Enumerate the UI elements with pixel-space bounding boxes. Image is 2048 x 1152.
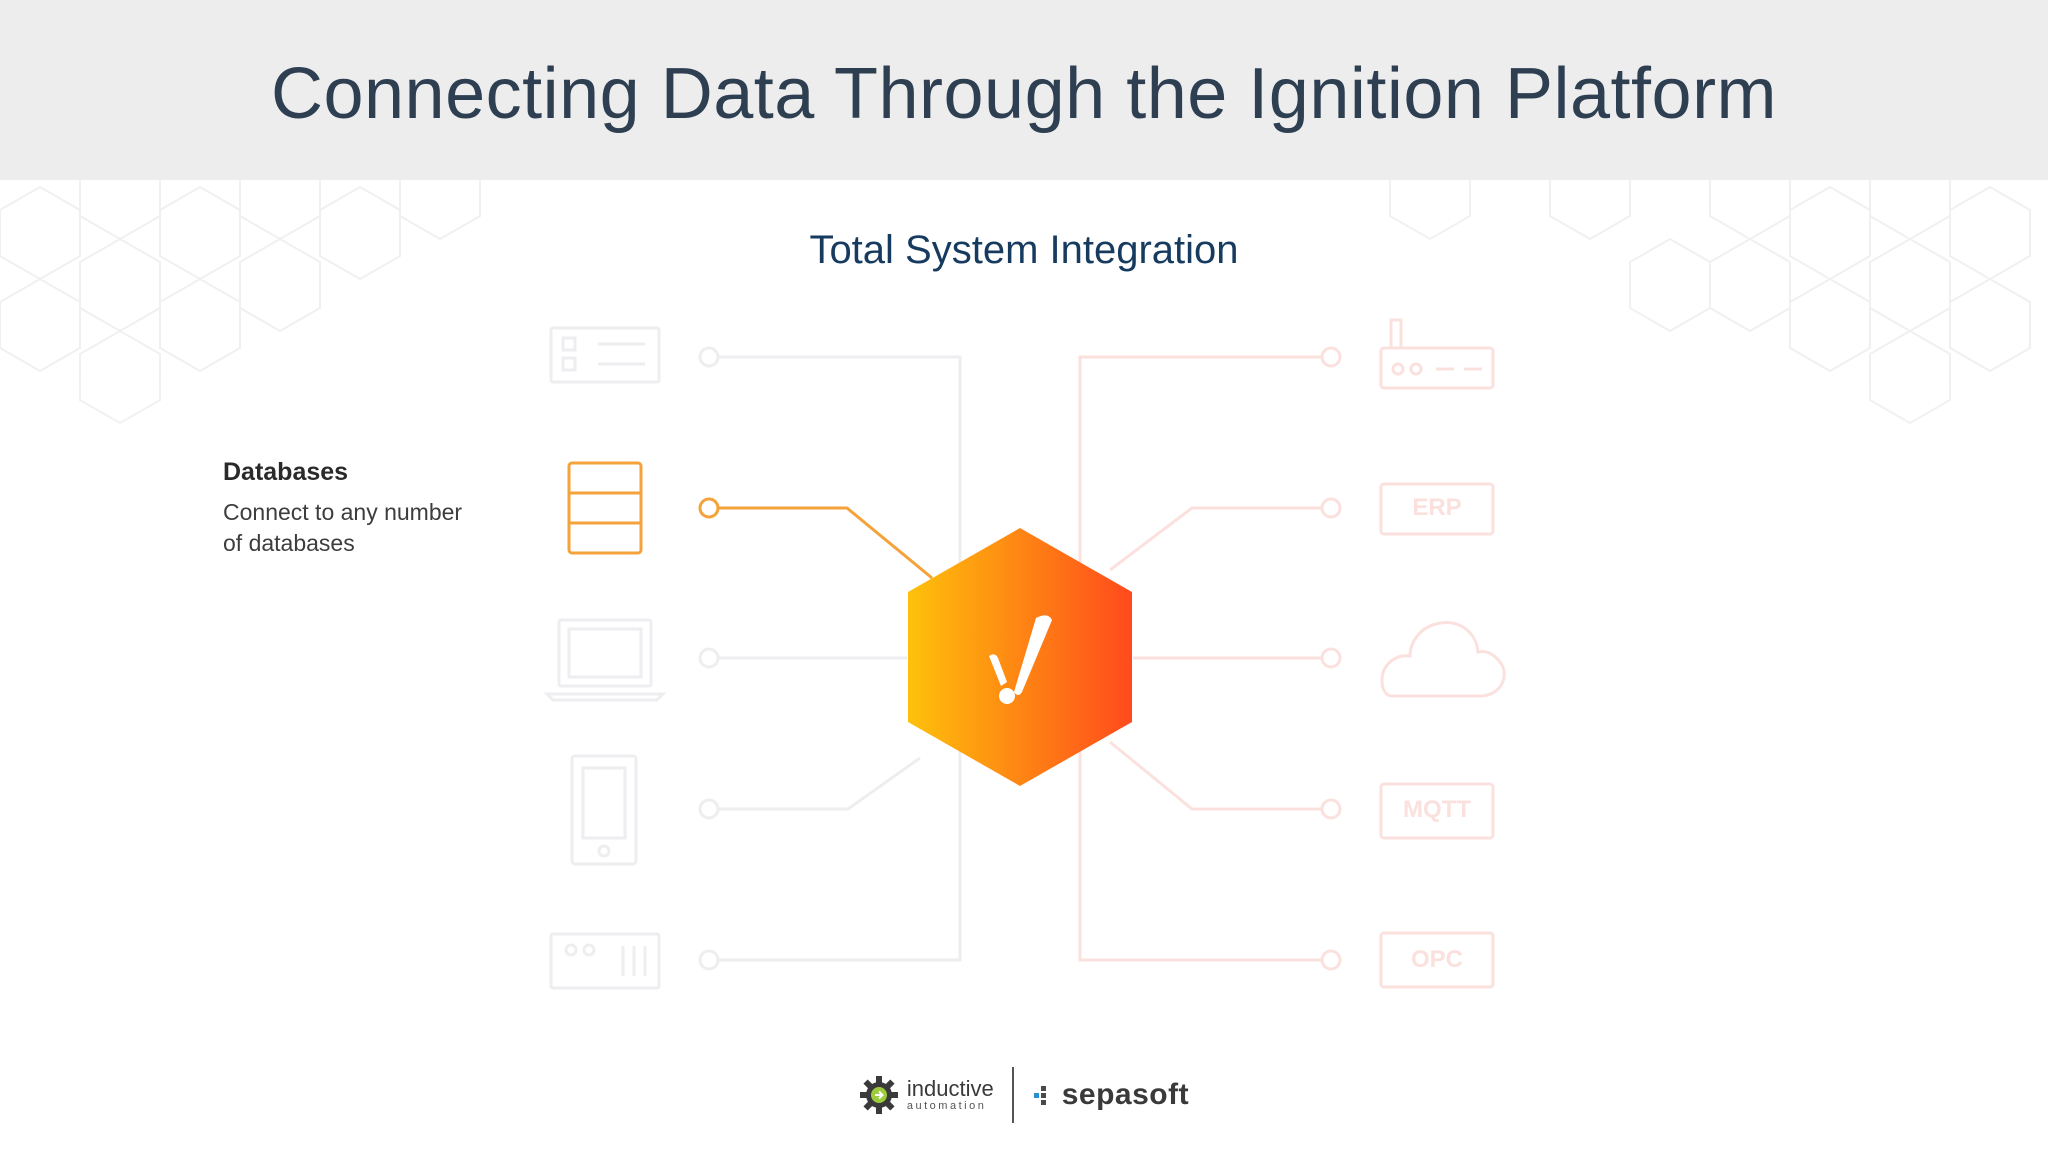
right-line-2	[1109, 506, 1322, 572]
server-icon	[549, 326, 661, 384]
database-connector-dot	[698, 497, 720, 519]
laptop-icon	[543, 618, 667, 702]
mqtt-box-label: MQTT	[1403, 796, 1471, 823]
databases-callout: Databases Connect to any number of datab…	[223, 458, 543, 559]
logo-divider	[1011, 1067, 1014, 1123]
left-connector-dot-1	[698, 346, 720, 368]
left-connector-lines	[698, 346, 962, 971]
callout-line-2: of databases	[223, 530, 355, 556]
callout-title: Databases	[223, 458, 349, 486]
sepasoft-logo: sepasoft	[1032, 1078, 1189, 1112]
left-connector-dot-3	[698, 647, 720, 669]
right-connector-dot-5	[1320, 949, 1342, 971]
database-icon	[567, 461, 643, 555]
erp-box-label: ERP	[1412, 494, 1462, 521]
database-connection-line	[698, 497, 933, 580]
mqtt-box-icon	[1379, 782, 1495, 840]
inductive-name: inductive	[906, 1076, 994, 1101]
hexagon-background-pattern	[0, 180, 2031, 425]
sepasoft-name: sepasoft	[1061, 1078, 1190, 1111]
right-line-4	[1109, 740, 1322, 811]
inductive-sub: automation	[906, 1100, 987, 1112]
callout-line-1: Connect to any number	[223, 499, 463, 525]
tablet-icon	[570, 754, 638, 866]
right-connector-dot-2	[1320, 497, 1342, 519]
inductive-automation-logo: inductive automation	[859, 1075, 994, 1115]
erp-box-icon	[1379, 482, 1495, 536]
callout-description: Connect to any number of databases	[223, 497, 543, 559]
sepasoft-mark-icon	[1033, 1086, 1046, 1105]
right-connector-dot-4	[1320, 798, 1342, 820]
opc-box-label: OPC	[1410, 946, 1463, 973]
ignition-logo-icon	[908, 528, 1132, 786]
opc-box-icon	[1379, 931, 1495, 989]
cloud-icon	[1380, 621, 1506, 698]
diagram-subtitle: Total System Integration	[809, 228, 1239, 272]
plc-icon	[549, 932, 661, 990]
footer-logos: inductive automation sepasoft	[0, 1055, 2048, 1135]
left-connector-dot-5	[698, 949, 720, 971]
gear-icon	[859, 1076, 898, 1114]
right-connector-dot-3	[1320, 647, 1342, 669]
left-connector-dot-4	[698, 798, 720, 820]
page-title: Connecting Data Through the Ignition Pla…	[270, 54, 1778, 134]
router-icon	[1379, 318, 1495, 390]
header-bar: Connecting Data Through the Ignition Pla…	[0, 0, 2048, 180]
left-line-4	[718, 756, 921, 811]
right-connector-dot-1	[1320, 346, 1342, 368]
